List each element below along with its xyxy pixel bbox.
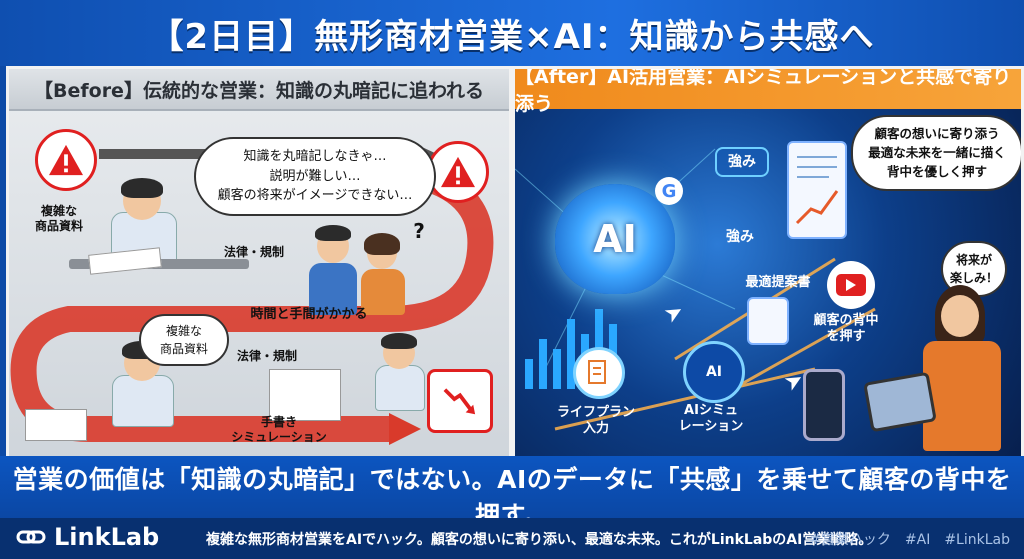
- life-plan-label: ライフプラン 入力: [556, 405, 635, 437]
- strength-badge-top: 強み: [715, 147, 769, 177]
- documents-pile-left: [25, 409, 87, 441]
- summary-message: 営業の価値は「知識の丸暗記」ではない。AIのデータに「共感」を乗せて顧客の背中を…: [12, 465, 1012, 530]
- thought-line-3: 顧客の将来がイメージできない…: [217, 188, 413, 203]
- bottom-section: 営業の価値は「知識の丸暗記」ではない。AIのデータに「共感」を乗せて顧客の背中を…: [0, 456, 1024, 559]
- customer-couple: [309, 219, 409, 315]
- google-g-icon: G: [655, 177, 683, 205]
- docs-bubble: 複雑な 商品資料: [139, 314, 229, 366]
- logo-text: LinkLab: [54, 523, 160, 551]
- before-panel: 【Before】伝統的な営業：知識の丸暗記に追われる 知識を丸暗記しなきゃ… 説…: [6, 66, 512, 462]
- after-heading: 【After】AI活用営業：AIシミュレーションと共感で寄り添う: [515, 69, 1021, 115]
- strength-label-bottom: 強み: [726, 229, 754, 245]
- after-panel: 【After】AI活用営業：AIシミュレーションと共感で寄り添う AI G 強み: [512, 66, 1024, 462]
- page-title: 【2日目】無形商材営業×AI：知識から共感へ: [149, 16, 875, 57]
- video-play-icon: [827, 261, 875, 309]
- warning-icon-top-left: [35, 129, 97, 191]
- down-trend-icon: [427, 369, 493, 433]
- thought-line-2: 説明が難しい…: [269, 168, 361, 184]
- push-back-label: 顧客の背中 を押す: [813, 313, 879, 345]
- empathy-line-3: 背中を優しく押す: [886, 163, 987, 179]
- ai-sim-label: AIシミュ レーション: [678, 403, 744, 435]
- warning-icon-top-right: [427, 141, 489, 203]
- before-heading: 【Before】伝統的な営業：知識の丸暗記に追われる: [9, 69, 509, 111]
- customer-woman: [917, 285, 1017, 455]
- life-plan-icon: [573, 347, 625, 399]
- pencil-doc-icon: [747, 297, 789, 345]
- simulation-sheet: [269, 369, 341, 421]
- question-mark: ?: [413, 219, 425, 243]
- optimal-plan-label: 最適提案書: [745, 275, 811, 290]
- label-law-top: 法律・規制: [223, 245, 284, 259]
- tired-salesman-right: [369, 331, 429, 411]
- label-law-mid: 法律・規制: [236, 349, 297, 363]
- proposal-document: [787, 141, 847, 239]
- smartphone: [803, 369, 845, 441]
- worry-thought-bubble: 知識を丸暗記しなきゃ… 説明が難しい… 顧客の将来がイメージできない…: [194, 137, 436, 216]
- empathy-bubble: 顧客の想いに寄り添う 最適な未来を一緒に描く 背中を優しく押す: [851, 115, 1021, 192]
- empathy-line-1: 顧客の想いに寄り添う: [874, 126, 1000, 141]
- label-complex-docs-top: 複雑な 商品資料: [34, 204, 83, 233]
- link-icon: [16, 530, 46, 544]
- footer-description: 複雑な無形商材営業をAIでハック。顧客の想いに寄り添い、最適な未来。これがLin…: [206, 532, 873, 548]
- empathy-line-2: 最適な未来を一緒に描く: [868, 144, 1006, 160]
- thought-line-1: 知識を丸暗記しなきゃ…: [243, 149, 387, 164]
- label-time-effort: 時間と手間がかかる: [250, 307, 368, 322]
- linklab-logo: LinkLab: [16, 523, 159, 551]
- title-bar: 【2日目】無形商材営業×AI：知識から共感へ: [0, 0, 1024, 66]
- ai-label: AI: [593, 217, 637, 261]
- footer: LinkLab 複雑な無形商材営業をAIでハック。顧客の想いに寄り添い、最適な未…: [0, 518, 1024, 559]
- label-handwritten-sim: 手書き シミュレーション: [231, 415, 327, 444]
- ai-brain-icon: AI: [555, 184, 675, 294]
- ai-simulation-icon: AI: [683, 341, 745, 403]
- hashtags: #営業ハック #AI #LinkLab: [809, 532, 1010, 548]
